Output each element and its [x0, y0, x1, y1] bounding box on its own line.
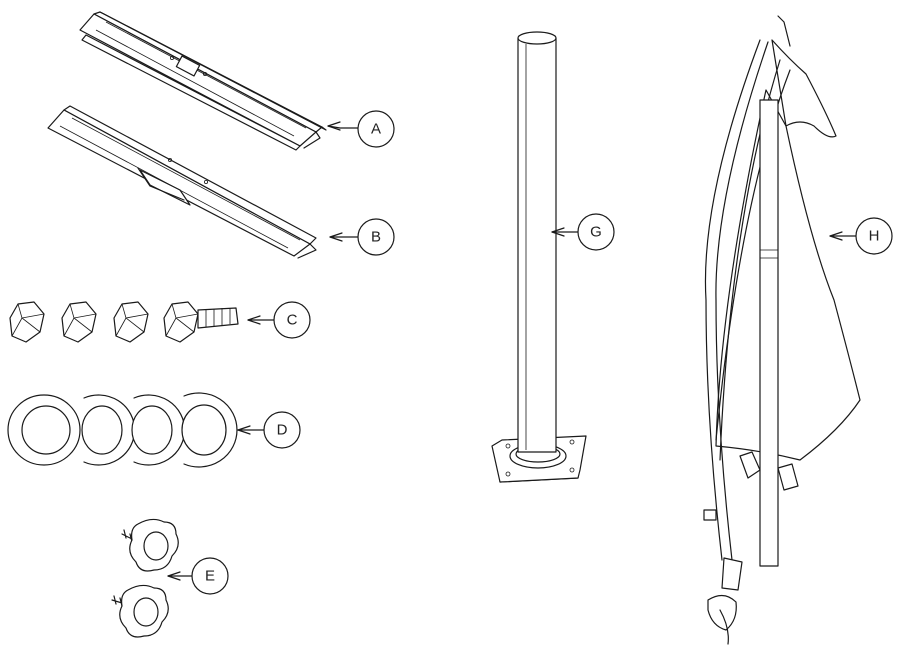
- callout-e-label: E: [205, 568, 215, 585]
- callout-e: E: [167, 557, 229, 595]
- part-d-washers: [7, 392, 238, 468]
- washer-2: [81, 394, 136, 466]
- callout-a-label: A: [371, 121, 381, 138]
- callout-d: D: [237, 411, 301, 449]
- washer-4: [181, 392, 238, 468]
- callout-c-label: C: [287, 312, 298, 329]
- part-c-bolts: [9, 301, 239, 343]
- callout-d-label: D: [277, 422, 288, 439]
- callout-a: A: [327, 110, 395, 148]
- knob-2: [111, 584, 169, 638]
- callout-b: B: [329, 218, 395, 256]
- bolt-3: [113, 301, 149, 343]
- bolt-4: [163, 301, 239, 343]
- part-g-pole: [491, 31, 587, 483]
- part-b-rail: [47, 105, 317, 259]
- bolt-2: [61, 301, 97, 343]
- knob-1: [121, 518, 179, 572]
- callout-c: C: [247, 301, 311, 339]
- callout-b-label: B: [371, 229, 381, 246]
- washer-3: [131, 394, 186, 466]
- callout-h-label: H: [869, 228, 880, 245]
- washer-1: [7, 394, 81, 466]
- callout-h: H: [829, 217, 893, 255]
- part-a-rail: [79, 11, 327, 151]
- callout-g: G: [551, 213, 615, 251]
- bolt-1: [9, 301, 45, 343]
- part-h-parasol: [703, 15, 861, 645]
- callout-g-label: G: [590, 224, 602, 241]
- part-e-knobs: [111, 518, 179, 638]
